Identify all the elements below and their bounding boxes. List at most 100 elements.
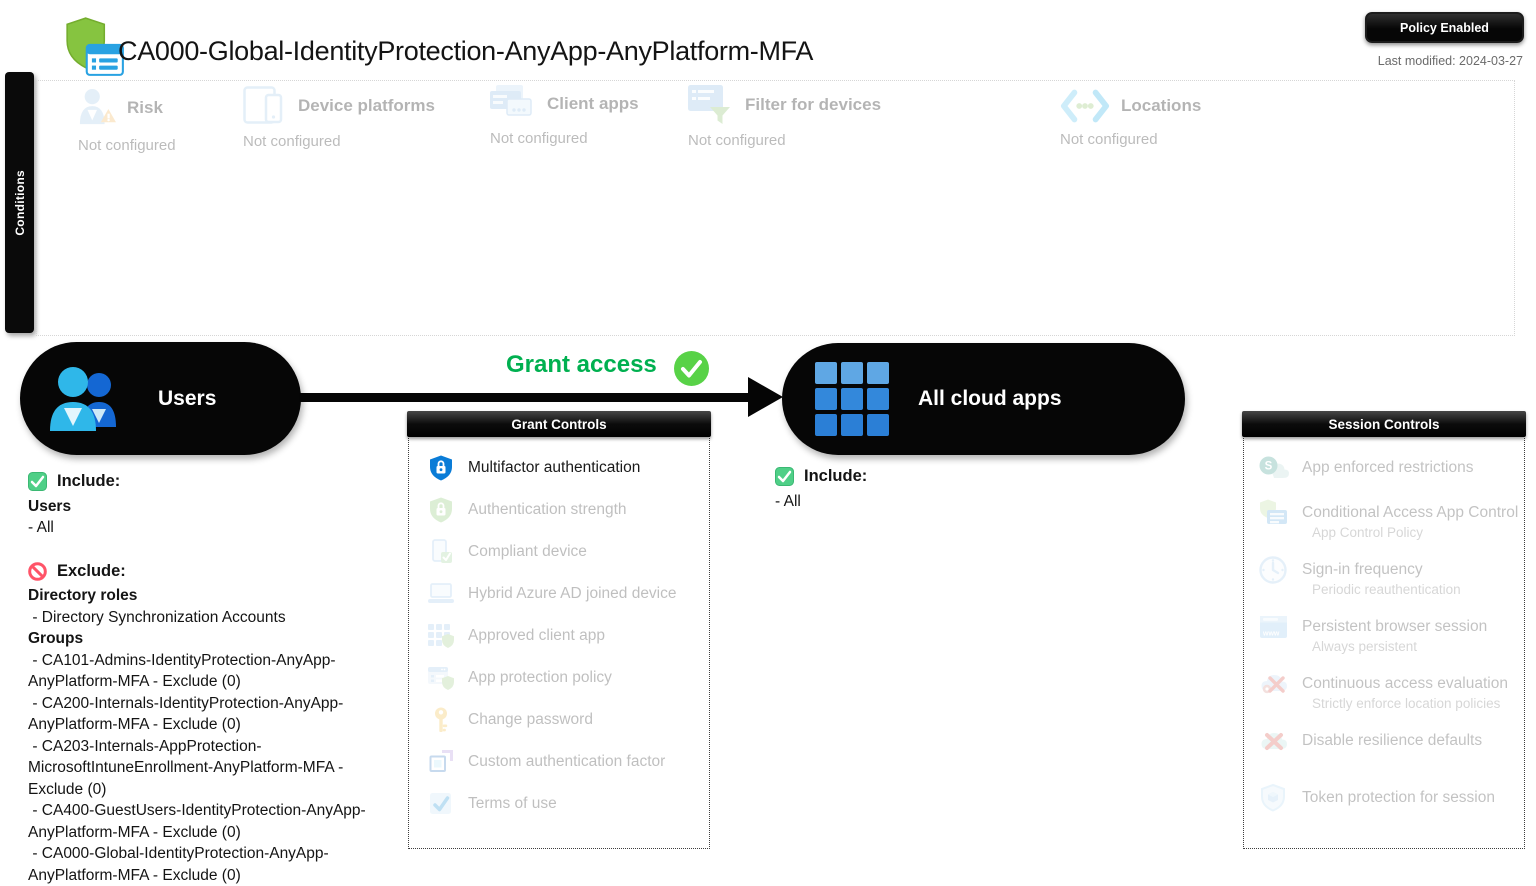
condition-risk: Risk Not configured [78,86,176,154]
all-cloud-apps-pill-label: All cloud apps [918,387,1062,410]
policy-shield-icon [66,17,124,76]
terms-of-use-icon [430,793,451,814]
condition-locations: Locations Not configured [1060,88,1201,148]
condition-label: Locations [1121,96,1202,115]
session-control-label: App enforced restrictions [1302,459,1474,476]
cloud-apps-include-label: Include: [804,467,868,485]
grant-control-label: Approved client app [468,627,606,644]
device-platforms-icon [243,86,283,124]
grant-control-authentication-strength: Authentication strength [427,497,709,523]
persistent-browser-session-icon: www [1260,616,1287,638]
users-pill: Users [20,342,301,455]
session-control-token-protection: Token protection for session [1258,783,1524,813]
users-include-heading: Users [28,497,72,515]
cloud-apps-grid-icon [815,362,889,436]
grant-access-label: Grant access [506,351,657,378]
last-modified-text: Last modified: 2024-03-27 [1377,54,1523,68]
users-assignment-detail: Include: Users - All Exclude: Directory … [28,471,394,886]
cloud-apps-include-line: - All [775,492,801,510]
grant-control-terms-of-use: Terms of use [427,791,709,817]
session-control-disable-resilience-defaults: Disable resilience defaults [1258,726,1524,756]
session-control-ca-app-control: Conditional Access App Control App Contr… [1258,498,1524,540]
session-control-label: Sign-in frequency [1302,561,1423,578]
authentication-strength-icon [430,497,452,523]
sharepoint-s-glyph: S [1265,461,1273,473]
condition-label: Filter for devices [745,95,882,114]
session-control-continuous-access-evaluation: Continuous access evaluation Strictly en… [1258,669,1524,711]
users-icon [50,366,116,431]
directory-roles-heading: Directory roles [28,587,138,604]
condition-status: Not configured [243,133,341,150]
grant-control-hybrid-joined: Hybrid Azure AD joined device [427,581,709,607]
flow-arrow-head [748,377,783,417]
grant-control-label: Custom authentication factor [468,753,666,770]
compliant-device-icon [432,539,452,563]
group-exclusion-line: - CA101-Admins-IdentityProtection-AnyApp… [28,651,336,691]
users-exclude-label: Exclude: [57,561,126,580]
risk-icon [79,89,116,125]
flow-arrow-line [299,393,757,402]
session-control-label: Conditional Access App Control [1302,504,1519,521]
session-control-persistent-browser: www Persistent browser session Always pe… [1258,612,1524,654]
session-control-label: Continuous access evaluation [1302,675,1508,692]
session-control-label: Persistent browser session [1302,618,1488,635]
page-title: CA000-Global-IdentityProtection-AnyApp-A… [118,36,814,66]
condition-label: Risk [127,98,163,117]
condition-status: Not configured [78,137,176,154]
grant-control-label: Terms of use [468,795,557,812]
policy-status-badge: Policy Enabled [1365,12,1524,43]
group-exclusion-line: - CA203-Internals-AppProtection-Microsof… [28,737,348,798]
filter-for-devices-icon [688,85,730,124]
session-controls-header: Session Controls [1242,411,1526,437]
session-controls-panel: Session Controls S App enforced restrict… [1242,411,1526,849]
condition-client-apps: Client apps Not configured [490,85,639,147]
condition-label: Device platforms [298,96,435,115]
grant-control-label: Compliant device [468,543,587,560]
directory-roles-line: - Directory Synchronization Accounts [28,608,286,626]
conditions-panel [36,80,1515,336]
approved-client-app-icon [428,624,454,648]
session-control-sub: Periodic reauthentication [1312,582,1461,597]
exclude-prohibit-icon [28,561,47,581]
condition-filter-for-devices: Filter for devices Not configured [688,85,881,149]
app-protection-policy-icon [428,667,454,690]
condition-status: Not configured [688,132,786,149]
users-pill-label: Users [158,386,217,410]
conditions-tab-label: Conditions [12,169,27,236]
grant-control-label: Multifactor authentication [468,459,641,476]
group-exclusion-line: - CA000-Global-IdentityProtection-AnyApp… [28,845,329,884]
mfa-shield-icon [430,455,452,481]
cloud-apps-assignment-detail: Include: - All [775,466,1015,512]
session-control-sign-in-frequency: Sign-in frequency Periodic reauthenticat… [1258,555,1524,597]
change-password-key-icon [435,707,448,732]
grant-control-compliant-device: Compliant device [427,539,709,565]
grant-control-custom-auth-factor: Custom authentication factor [427,749,709,775]
session-control-sub: App Control Policy [1312,525,1424,540]
condition-device-platforms: Device platforms Not configured [243,86,435,150]
grant-control-label: Authentication strength [468,501,627,518]
all-cloud-apps-pill: All cloud apps [782,343,1185,455]
condition-status: Not configured [1060,131,1158,148]
conditional-access-app-control-icon [1260,499,1287,524]
grant-controls-panel: Grant Controls Multifactor authenticatio… [407,411,711,849]
condition-label: Client apps [547,94,639,113]
conditions-tab: Conditions [5,72,34,333]
grant-control-label: App protection policy [468,669,612,686]
app-enforced-restrictions-icon: S [1259,456,1289,478]
include-check-icon [775,467,794,487]
disable-resilience-defaults-icon [1261,733,1287,750]
group-exclusion-line: - CA400-GuestUsers-IdentityProtection-An… [28,802,366,841]
sign-in-frequency-clock-icon [1259,556,1287,584]
grant-control-change-password: Change password [427,707,709,733]
session-control-label: Token protection for session [1302,789,1495,806]
grant-control-app-protection-policy: App protection policy [427,665,709,691]
grant-control-label: Hybrid Azure AD joined device [468,585,677,602]
session-control-label: Disable resilience defaults [1302,732,1483,749]
grant-control-approved-client-app: Approved client app [427,623,709,649]
users-include-line: - All [28,519,54,536]
include-check-icon [28,472,47,492]
hybrid-azure-ad-joined-icon [428,583,454,603]
www-glyph: www [1262,631,1280,638]
client-apps-icon [490,85,532,116]
grant-controls-header: Grant Controls [407,411,711,437]
